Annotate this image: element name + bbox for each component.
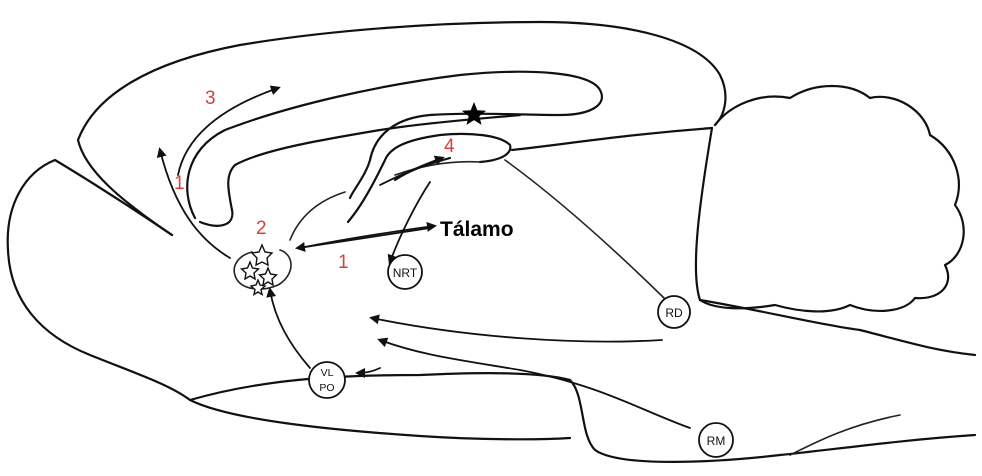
arrow-thalamus-left: [298, 228, 430, 248]
brainstem-top-outline: [696, 128, 712, 300]
vlpo-label-bottom: PO: [319, 382, 334, 394]
hippocampus-band: [395, 158, 450, 180]
rd-label: RD: [665, 306, 683, 320]
vlpo-nucleus: VL PO: [309, 362, 345, 398]
brainstem-upper-outline: [512, 128, 712, 150]
arrow-rm-to-vlpo: [380, 340, 690, 428]
fornix-outline: [348, 134, 510, 222]
pathway-number-1-thalamus: 1: [338, 252, 349, 273]
star-outline-icon: [252, 245, 272, 265]
pathway-number-1-cortex: 1: [174, 173, 185, 194]
pathway-number-4: 4: [444, 136, 455, 157]
nrt-nucleus: NRT: [388, 255, 422, 289]
line-rd-to-fornix: [505, 160, 664, 298]
pathway-number-3: 3: [205, 88, 216, 109]
rm-label: RM: [707, 434, 726, 448]
pathway-number-2: 2: [256, 218, 267, 239]
nrt-label: NRT: [393, 266, 418, 280]
arrow-rd-to-midbrain: [372, 318, 662, 342]
arrow-cortex-frontal: [160, 150, 230, 258]
arrow-to-vlpo: [358, 368, 380, 373]
star-outline-icon: [260, 268, 277, 285]
corpus-callosum-outer: [187, 72, 602, 218]
arrow-to-nrt: [390, 182, 430, 262]
star-icon: [462, 102, 486, 125]
cortex-inner-outline: [78, 140, 172, 235]
corpus-callosum: [187, 72, 602, 240]
rd-nucleus: RD: [658, 296, 690, 328]
brain-outline: [8, 22, 975, 462]
midbrain-curve: [790, 415, 900, 455]
vlpo-label-top: VL: [321, 367, 334, 379]
rm-nucleus: RM: [699, 423, 733, 457]
olfactory-bulb-outline: [8, 160, 570, 439]
corpus-callosum-inner: [200, 115, 520, 226]
thalamus-label: Tálamo: [440, 218, 514, 241]
anterior-commissure-curve: [290, 192, 345, 240]
arrow-vlpo-to-forebrain: [270, 290, 310, 368]
cerebellum-outline: [700, 86, 964, 311]
brainstem-lower-outline: [700, 300, 975, 355]
